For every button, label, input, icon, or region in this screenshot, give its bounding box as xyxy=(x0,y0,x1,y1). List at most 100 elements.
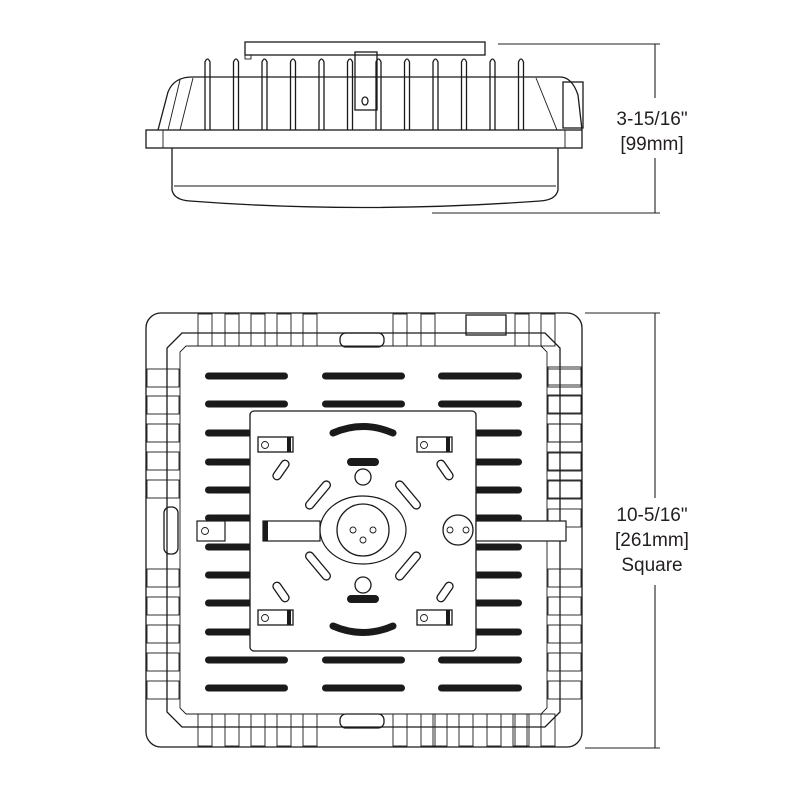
fin-bottom xyxy=(540,713,556,747)
side-view xyxy=(145,41,584,209)
height-label-imperial: 3-15/16" xyxy=(616,109,688,130)
bar-slot-bottom xyxy=(347,595,379,603)
tab-hole xyxy=(420,441,428,449)
diagonal-slot xyxy=(304,480,332,510)
perimeter-fins xyxy=(146,313,582,747)
vent-slot xyxy=(205,372,288,380)
fin-left xyxy=(146,652,180,672)
housing-outline xyxy=(145,312,583,748)
fin-bottom xyxy=(276,713,292,747)
vent-slot xyxy=(438,684,522,692)
housing-flange xyxy=(145,129,583,149)
fin-left xyxy=(146,368,180,388)
fin xyxy=(403,58,411,130)
vent-slot xyxy=(205,684,288,692)
fin-right xyxy=(547,596,582,616)
fin-bottom xyxy=(512,713,528,747)
left-arm xyxy=(262,520,321,542)
fin-bottom xyxy=(420,713,436,747)
fin-right xyxy=(547,368,582,388)
fin xyxy=(232,58,240,130)
vent-slot xyxy=(438,400,522,408)
size-label-metric: [261mm] xyxy=(615,530,689,551)
hole-top xyxy=(354,468,372,486)
diagonal-slot xyxy=(272,581,290,603)
height-dimension xyxy=(432,43,660,214)
vent-slot xyxy=(322,372,405,380)
fin-bottom xyxy=(250,713,266,747)
fin-left xyxy=(146,479,180,499)
fin-bottom xyxy=(392,713,408,747)
vent-slot xyxy=(322,656,405,664)
fin-bottom xyxy=(197,713,213,747)
fin xyxy=(489,58,496,130)
shape-label: Square xyxy=(621,555,683,576)
fin-top xyxy=(224,313,240,347)
fin-right xyxy=(547,624,582,644)
fin-right xyxy=(547,680,582,700)
fin-bottom xyxy=(486,713,502,747)
fin-bottom xyxy=(224,713,240,747)
fin-left xyxy=(146,624,180,644)
width-dimension xyxy=(585,312,660,749)
diagonal-slot xyxy=(304,551,332,581)
fin xyxy=(517,58,525,130)
size-label-imperial: 10-5/16" xyxy=(616,505,688,526)
fin-right xyxy=(547,366,582,386)
sensor-port xyxy=(442,514,474,546)
top-view xyxy=(145,312,583,748)
fin-top xyxy=(197,313,213,347)
hub xyxy=(319,495,407,565)
fin xyxy=(460,58,468,130)
vent-slot xyxy=(205,400,288,408)
inner-frame xyxy=(166,332,561,728)
fin-right xyxy=(547,394,582,414)
left-latch xyxy=(163,506,179,555)
fin-top xyxy=(276,313,292,347)
fin-top xyxy=(302,313,318,347)
tab-edge xyxy=(287,437,291,452)
left-clip xyxy=(196,520,226,542)
vent-slot xyxy=(322,400,405,408)
fin-right xyxy=(547,480,582,500)
fin-bottom xyxy=(458,713,474,747)
arc-slot-top xyxy=(329,423,397,437)
wire-port xyxy=(336,503,390,557)
mounting-tabs xyxy=(257,436,453,626)
fin-bottom xyxy=(302,713,318,747)
fin-left xyxy=(146,423,180,443)
fin-right xyxy=(547,395,582,415)
mounting-tab xyxy=(416,436,453,453)
junction-box xyxy=(562,81,584,129)
arc-slot-bottom xyxy=(329,622,397,636)
fin-right xyxy=(547,452,582,472)
fin-right xyxy=(547,568,582,588)
fin-right xyxy=(547,423,582,443)
fin-left xyxy=(146,395,180,415)
fin-right xyxy=(547,479,582,499)
tab-hole xyxy=(261,614,269,622)
vent-slot xyxy=(322,684,405,692)
fin xyxy=(432,58,439,130)
heat-sink-fins xyxy=(204,58,525,130)
bar-slot-top xyxy=(347,458,379,466)
fin xyxy=(261,58,268,130)
center-bracket xyxy=(354,51,378,111)
diagonal-slot xyxy=(436,459,454,481)
junction-box-top xyxy=(465,314,507,336)
fin xyxy=(346,58,354,130)
fin xyxy=(204,58,211,130)
mounting-tab xyxy=(257,436,294,453)
tab-edge xyxy=(287,610,291,625)
fin xyxy=(318,58,325,130)
fin-top xyxy=(514,313,530,347)
height-label-metric: [99mm] xyxy=(620,134,684,155)
diagonal-slot xyxy=(394,551,422,581)
fin-bottom xyxy=(432,713,448,747)
diagonal-slots xyxy=(272,459,454,603)
vent-slot xyxy=(205,656,288,664)
plate-lip xyxy=(244,54,252,60)
fin-top xyxy=(392,313,408,347)
